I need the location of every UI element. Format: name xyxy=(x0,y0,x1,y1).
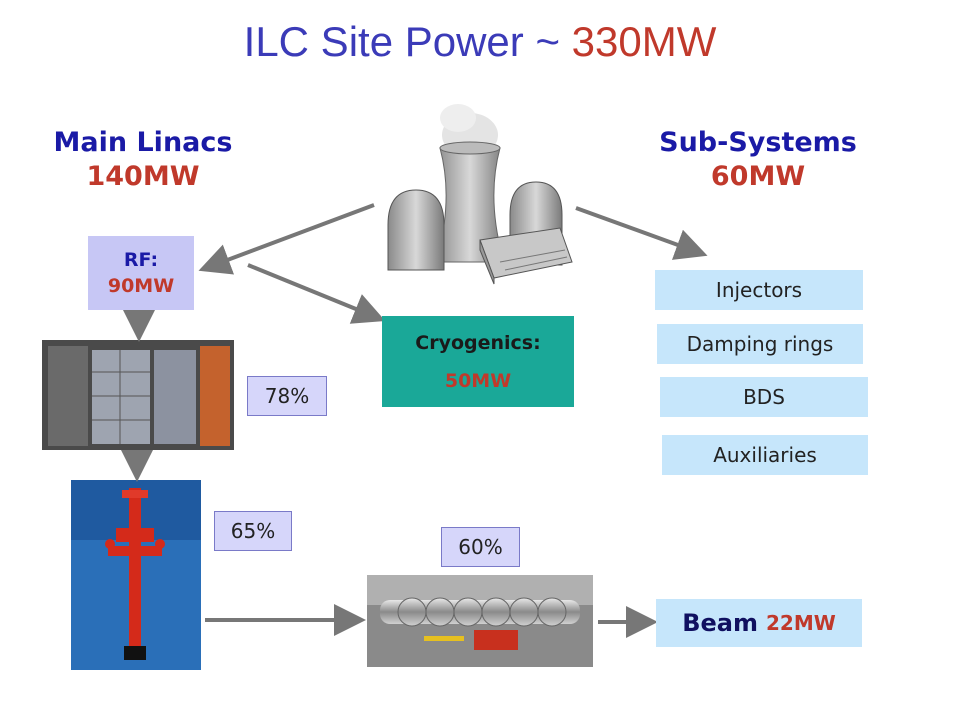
sub-item-auxiliaries: Auxiliaries xyxy=(662,435,868,475)
modulator-photo xyxy=(42,340,234,450)
page-title: ILC Site Power ~ 330MW xyxy=(0,18,960,66)
arrow-to-cryogenics xyxy=(247,263,386,324)
rf-label: RF: xyxy=(123,249,159,271)
arrow-to-sub-systems xyxy=(575,206,708,260)
sub-item-bds: BDS xyxy=(660,377,868,417)
cryogenics-label: Cryogenics: xyxy=(415,331,541,354)
sub-item-damping-rings: Damping rings xyxy=(657,324,863,364)
main-linacs-label: Main Linacs xyxy=(53,127,233,158)
power-plant-image xyxy=(366,103,578,285)
sub-item-injectors: Injectors xyxy=(655,270,863,310)
main-linacs-heading: Main Linacs 140MW xyxy=(40,126,246,194)
cryogenics-box: Cryogenics: 50MW xyxy=(382,316,574,407)
beam-label: Beam xyxy=(682,609,758,637)
beam-box: Beam 22MW xyxy=(656,599,862,647)
cavity-photo xyxy=(367,575,593,667)
title-text: ILC Site Power ~ xyxy=(243,18,572,65)
modulator-efficiency: 78% xyxy=(247,376,327,416)
title-power: 330MW xyxy=(571,18,717,65)
klystron-efficiency: 65% xyxy=(214,511,292,551)
arrow-to-rf xyxy=(198,203,375,275)
klystron-photo xyxy=(71,480,201,670)
rf-power: 90MW xyxy=(107,275,175,297)
cryogenics-power: 50MW xyxy=(444,369,512,392)
sub-systems-label: Sub-Systems xyxy=(659,127,857,158)
main-linacs-power: 140MW xyxy=(86,161,200,192)
beam-power: 22MW xyxy=(765,611,836,635)
cavity-efficiency: 60% xyxy=(441,527,520,567)
rf-box: RF: 90MW xyxy=(88,236,194,310)
sub-systems-heading: Sub-Systems 60MW xyxy=(640,126,876,194)
sub-systems-power: 60MW xyxy=(710,161,806,192)
